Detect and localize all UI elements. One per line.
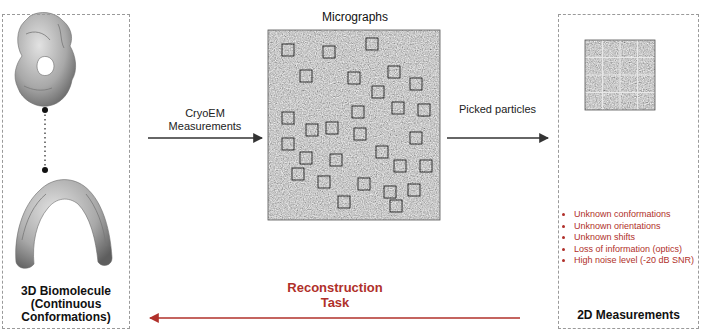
- dot: [42, 107, 48, 113]
- particle-box: [418, 104, 430, 116]
- arrow-label: Picked particles: [448, 103, 548, 116]
- issue-item: High noise level (-20 dB SNR): [574, 255, 698, 267]
- particle-box: [282, 44, 294, 56]
- particle-boxes: [282, 38, 432, 212]
- issue-item: Loss of information (optics): [574, 244, 698, 256]
- particle-box: [282, 138, 294, 150]
- issue-list: Unknown conformationsUnknown orientation…: [563, 209, 698, 267]
- particle-box: [300, 70, 312, 82]
- particle-box: [306, 124, 318, 136]
- particle-box: [323, 46, 335, 58]
- particle-grid: [585, 40, 655, 110]
- particle-box: [388, 66, 400, 78]
- particle-box: [338, 196, 350, 208]
- particle-box: [354, 128, 366, 140]
- particle-box: [292, 168, 304, 180]
- surface-detail: [22, 194, 106, 246]
- particle-box: [420, 160, 432, 172]
- particle-box: [410, 78, 422, 90]
- particle-box: [300, 152, 312, 164]
- particle-box: [390, 200, 402, 212]
- particle-box: [394, 160, 406, 172]
- particle-box: [282, 112, 294, 124]
- image-title: Micrographs: [266, 10, 444, 24]
- particle-box: [410, 132, 422, 144]
- arrow-label: Reconstruction Task: [273, 280, 397, 311]
- panel-title: 3D Biomolecule (Continuous Conformations…: [5, 285, 127, 324]
- dotted-line: [44, 110, 45, 170]
- micrograph-node: Micrographs: [266, 8, 444, 222]
- particle-box: [366, 38, 378, 50]
- grid-line: [585, 57, 655, 58]
- particle-box: [376, 146, 388, 158]
- grid-line: [585, 92, 655, 93]
- conformation-panel: 3D Biomolecule (Continuous Conformations…: [2, 14, 130, 329]
- particle-box: [318, 176, 330, 188]
- measurement-panel: Unknown conformationsUnknown orientation…: [558, 14, 699, 329]
- particle-box: [358, 178, 370, 190]
- arrow-label: CryoEM Measurements: [159, 107, 251, 133]
- flow-arrow: [447, 137, 548, 138]
- particle-box: [392, 102, 404, 114]
- grid-line: [585, 75, 655, 76]
- issue-item: Unknown conformations: [574, 209, 698, 221]
- particle-box: [384, 186, 396, 198]
- micrograph-frame: [268, 30, 440, 220]
- grid-lines: [585, 40, 655, 110]
- particle-box: [330, 154, 342, 166]
- panel-title: 2D Measurements: [563, 308, 694, 322]
- dot: [42, 167, 48, 173]
- particle-box: [372, 86, 384, 98]
- grid-frame: [585, 40, 655, 110]
- flow-arrow: [148, 137, 262, 138]
- particle-box: [408, 184, 420, 196]
- flow-arrow: [150, 317, 520, 318]
- issue-item: Unknown orientations: [574, 221, 698, 233]
- particle-box: [348, 72, 360, 84]
- particle-box: [352, 106, 364, 118]
- particle-box: [326, 122, 338, 134]
- biomolecule-bottom: [16, 180, 112, 269]
- issue-item: Unknown shifts: [574, 232, 698, 244]
- micrograph-image: [268, 30, 440, 220]
- surface-detail: [24, 24, 64, 90]
- biomolecule-top: [15, 13, 76, 107]
